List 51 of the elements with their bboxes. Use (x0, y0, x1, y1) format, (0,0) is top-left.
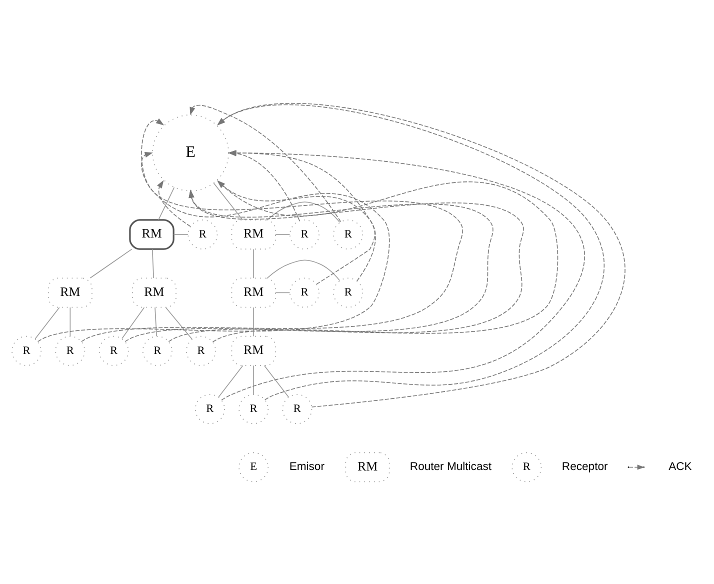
connector (90, 248, 132, 278)
connector (266, 259, 340, 280)
node-box: RM (231, 335, 276, 366)
legend-label: Emisor (289, 460, 324, 473)
node-circle: R (186, 335, 216, 366)
arrow (168, 189, 524, 342)
arrow (37, 152, 390, 342)
node-circle: R (290, 219, 320, 249)
legend-label: ACK (668, 460, 692, 473)
node-box: RM (132, 277, 176, 308)
node-box: RM (345, 452, 390, 482)
connector (266, 201, 340, 222)
connector (154, 306, 158, 336)
arrow (217, 180, 376, 281)
arrow (190, 104, 342, 222)
connector (253, 364, 254, 394)
connector (275, 292, 290, 293)
legend-label: Router Multicast (410, 460, 492, 473)
node-circle: R (142, 335, 172, 366)
node-circle: E (152, 114, 229, 191)
connector (253, 248, 254, 278)
node-circle: R (290, 277, 320, 308)
legend-label: Receptor (562, 460, 608, 473)
connector (264, 364, 289, 397)
node-box: RM (129, 218, 174, 250)
node-circle: R (98, 335, 129, 366)
node-circle: R (512, 452, 542, 482)
connector (34, 306, 60, 339)
connector (218, 364, 244, 397)
node-circle: R (195, 394, 225, 424)
connector (122, 306, 145, 338)
node-circle: R (238, 394, 269, 424)
node-circle: R (333, 219, 364, 249)
node-circle: R (55, 335, 86, 366)
arrow (212, 180, 558, 342)
node-circle: R (333, 277, 364, 308)
node-circle: E (238, 452, 269, 482)
node-circle: R (12, 335, 42, 366)
node-box: RM (231, 277, 276, 308)
connector (70, 306, 71, 336)
node-box: RM (231, 219, 276, 249)
arrow (156, 180, 191, 226)
node-circle: R (282, 394, 312, 424)
connector (152, 248, 154, 278)
connector (158, 186, 175, 220)
connector (165, 306, 192, 340)
node-box: RM (48, 277, 92, 308)
connector (253, 306, 254, 336)
arrow (124, 189, 494, 342)
connector (213, 182, 244, 220)
node-circle: R (188, 219, 218, 249)
